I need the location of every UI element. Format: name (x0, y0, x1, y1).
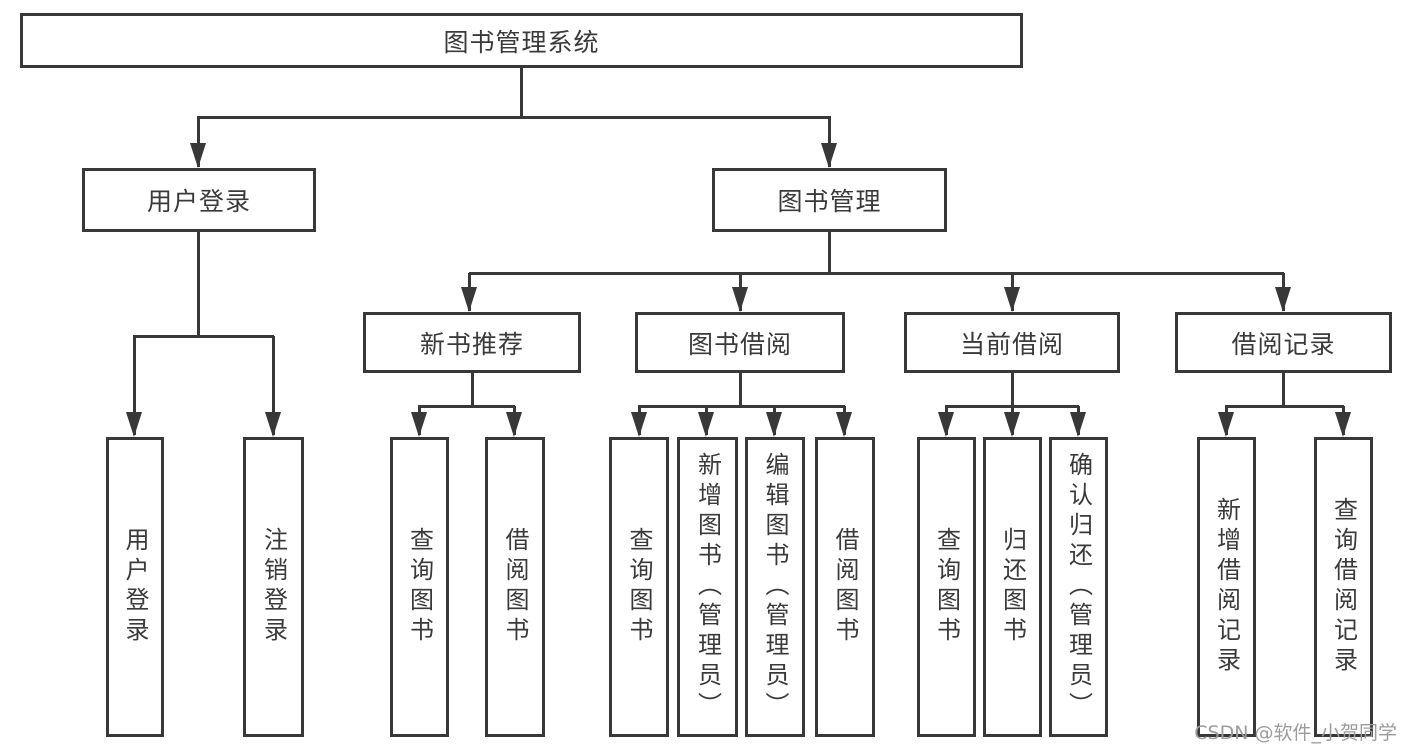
node-book-management: 图书管理 (712, 168, 947, 232)
leaf-edit-book-admin: 编辑图书（管理员） (745, 437, 805, 737)
arrow-down-icon (506, 412, 522, 437)
arrow-down-icon (1275, 287, 1291, 312)
arrow-down-icon (1335, 412, 1351, 437)
connector-line (1282, 372, 1285, 408)
leaf-add-borrow-record: 新增借阅记录 (1197, 437, 1256, 737)
arrow-down-icon (766, 412, 782, 437)
leaf-confirm-return-admin: 确认归还（管理员） (1049, 437, 1108, 737)
connector-line (1011, 372, 1014, 408)
arrow-down-icon (631, 412, 647, 437)
connector-line (828, 231, 831, 275)
arrow-down-icon (190, 143, 206, 168)
arrow-down-icon (1004, 412, 1020, 437)
connector-line (197, 231, 200, 338)
leaf-borrow-books-recommend: 借阅图书 (485, 437, 545, 737)
leaf-query-books-recommend: 查询图书 (390, 437, 449, 737)
arrow-down-icon (1218, 412, 1234, 437)
leaf-logout-login: 注销登录 (243, 437, 304, 737)
connector-line (133, 335, 274, 338)
arrow-down-icon (821, 143, 837, 168)
arrow-down-icon (1004, 287, 1020, 312)
connector-line (197, 116, 831, 119)
node-user-login: 用户登录 (82, 168, 316, 232)
arrow-down-icon (938, 412, 954, 437)
leaf-query-borrow-record: 查询借阅记录 (1314, 437, 1373, 737)
connector-line (469, 272, 1284, 275)
arrow-down-icon (461, 287, 477, 312)
leaf-user-login: 用户登录 (106, 437, 164, 737)
node-root: 图书管理系统 (20, 13, 1023, 68)
node-borrow-records: 借阅记录 (1175, 312, 1392, 373)
arrow-down-icon (1070, 412, 1086, 437)
connector-line (471, 372, 474, 408)
connector-line (1225, 405, 1344, 408)
leaf-query-books-borrow: 查询图书 (609, 437, 669, 737)
connector-line (739, 372, 742, 408)
connector-line (133, 336, 136, 435)
leaf-return-books: 归还图书 (983, 437, 1042, 737)
arrow-down-icon (411, 412, 427, 437)
arrow-down-icon (126, 412, 142, 437)
arrow-down-icon (732, 287, 748, 312)
node-book-borrow: 图书借阅 (635, 312, 845, 373)
leaf-add-book-admin: 新增图书（管理员） (677, 437, 738, 737)
node-new-book-recommend: 新书推荐 (363, 312, 581, 373)
leaf-borrow-books-borrow: 借阅图书 (815, 437, 875, 737)
connector-line (828, 117, 831, 167)
csdn-watermark: CSDN @软件_小贺同学 (1194, 722, 1397, 744)
connector-line (272, 336, 275, 435)
node-current-borrow: 当前借阅 (904, 312, 1120, 373)
connector-line (197, 117, 200, 167)
arrow-down-icon (836, 412, 852, 437)
connector-line (638, 405, 845, 408)
arrow-down-icon (698, 412, 714, 437)
arrow-down-icon (265, 412, 281, 437)
connector-line (520, 67, 523, 119)
connector-line (418, 405, 515, 408)
leaf-query-books-current: 查询图书 (917, 437, 976, 737)
